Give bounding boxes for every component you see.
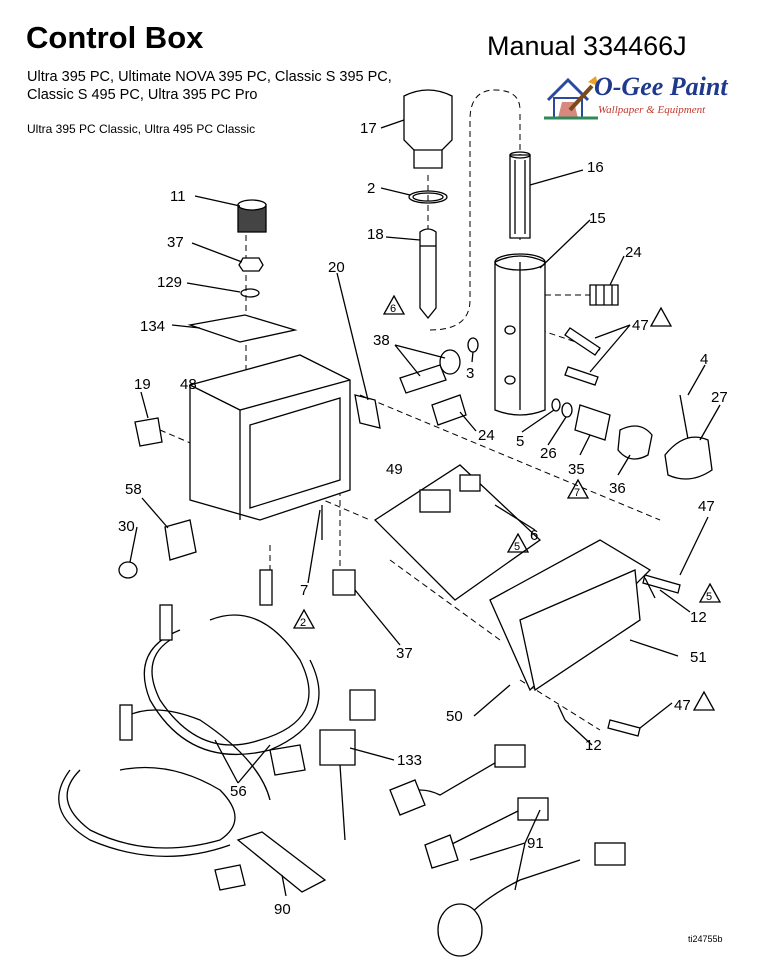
note-triangle-1b — [692, 690, 716, 711]
page-title: Control Box — [26, 20, 204, 55]
part-91-cords — [389, 744, 626, 957]
part-56-cords — [58, 614, 320, 858]
part-48-control-box — [189, 354, 351, 521]
callout-12: 12 — [690, 609, 707, 626]
logo-name: O-Gee Paint — [594, 72, 728, 101]
part-26-washer — [561, 402, 573, 418]
part-17-cap — [403, 89, 453, 169]
callout-20: 20 — [328, 259, 345, 276]
callout-11: 11 — [170, 188, 186, 205]
callout-note-5b: 5 — [706, 591, 712, 603]
part-58-switch — [164, 519, 197, 561]
part-19-clip — [134, 417, 163, 447]
callout-4: 4 — [700, 351, 708, 368]
callout-47: 47 — [674, 697, 691, 714]
callout-90: 90 — [274, 901, 291, 918]
callout-17: 17 — [360, 120, 377, 137]
callout-38: 38 — [373, 332, 390, 349]
callout-note-6: 6 — [390, 303, 396, 315]
models-line-1: Ultra 395 PC, Ultimate NOVA 395 PC, Clas… — [27, 69, 392, 85]
part-18-probe — [419, 228, 437, 320]
callout-3: 3 — [466, 365, 474, 382]
part-2-o-ring — [408, 190, 448, 204]
callout-37: 37 — [167, 234, 184, 251]
callout-48: 48 — [180, 376, 197, 393]
part-47-screw-a — [564, 327, 601, 356]
note-triangle-7 — [566, 478, 590, 499]
callout-30: 30 — [118, 518, 135, 535]
part-133-adapter — [319, 729, 356, 766]
callout-26: 26 — [540, 445, 557, 462]
part-37-nut-a — [238, 257, 264, 272]
part-12-screw-b — [557, 704, 566, 721]
note-triangle-5b — [698, 582, 722, 603]
part-47-screw-d — [607, 719, 641, 737]
note-triangle-2 — [292, 608, 316, 629]
callout-5: 5 — [516, 433, 524, 450]
part-30-boot — [118, 561, 138, 579]
part-16-filter — [509, 154, 531, 239]
part-49-board — [373, 464, 542, 601]
callout-133: 133 — [397, 752, 422, 769]
callout-19: 19 — [134, 376, 151, 393]
callout-50: 50 — [446, 708, 463, 725]
part-37-choke — [332, 569, 356, 596]
callout-91: 91 — [527, 835, 544, 852]
callout-note-2: 2 — [300, 617, 306, 629]
callout-6: 6 — [530, 527, 538, 544]
part-129-washer — [240, 288, 260, 298]
part-12-screw-a — [644, 577, 656, 599]
callout-56: 56 — [230, 783, 247, 800]
callout-36: 36 — [609, 480, 626, 497]
callout-15: 15 — [589, 210, 606, 227]
callout-12: 12 — [585, 737, 602, 754]
company-logo: O-Gee Paint Wallpaper & Equipment — [540, 72, 755, 122]
part-47-screw-b — [564, 366, 599, 386]
models-line-2: Classic S 495 PC, Ultra 395 PC Pro — [27, 87, 258, 103]
note-triangle-1a — [649, 306, 673, 327]
part-24-fitting-b — [431, 394, 467, 426]
part-5-washer — [551, 398, 561, 412]
callout-note-5a: 5 — [514, 541, 520, 553]
callout-58: 58 — [125, 481, 142, 498]
part-20-bracket — [354, 394, 381, 429]
part-134-plate — [187, 314, 298, 343]
callout-16: 16 — [587, 159, 604, 176]
callout-51: 51 — [690, 649, 707, 666]
part-90-strap — [236, 831, 327, 893]
callout-24: 24 — [625, 244, 642, 261]
callout-134: 134 — [140, 318, 165, 335]
part-36-nut — [617, 425, 653, 460]
manual-number: Manual 334466J — [487, 31, 687, 61]
part-3-o-ring — [467, 337, 479, 353]
image-code: ti24755b — [688, 934, 723, 944]
part-35-pot — [574, 404, 611, 441]
callout-7: 7 — [300, 582, 308, 599]
callout-49: 49 — [386, 461, 403, 478]
callout-47: 47 — [698, 498, 715, 515]
part-38-transducer — [399, 364, 447, 394]
callout-35: 35 — [568, 461, 585, 478]
note-triangle-6 — [382, 294, 406, 315]
logo-tagline: Wallpaper & Equipment — [598, 104, 706, 116]
models-line-3: Ultra 395 PC Classic, Ultra 495 PC Class… — [27, 122, 256, 136]
house-brush-icon — [544, 76, 598, 120]
callout-27: 27 — [711, 389, 728, 406]
callout-note-7: 7 — [574, 487, 580, 499]
callout-18: 18 — [367, 226, 384, 243]
callout-47: 47 — [632, 317, 649, 334]
part-51-cover — [519, 569, 641, 692]
part-27-knob — [664, 436, 713, 480]
callout-37: 37 — [396, 645, 413, 662]
callout-24: 24 — [478, 427, 495, 444]
part-47-screw-c — [642, 574, 681, 594]
note-triangle-5a — [506, 532, 530, 553]
callout-129: 129 — [157, 274, 182, 291]
callout-2: 2 — [367, 180, 375, 197]
